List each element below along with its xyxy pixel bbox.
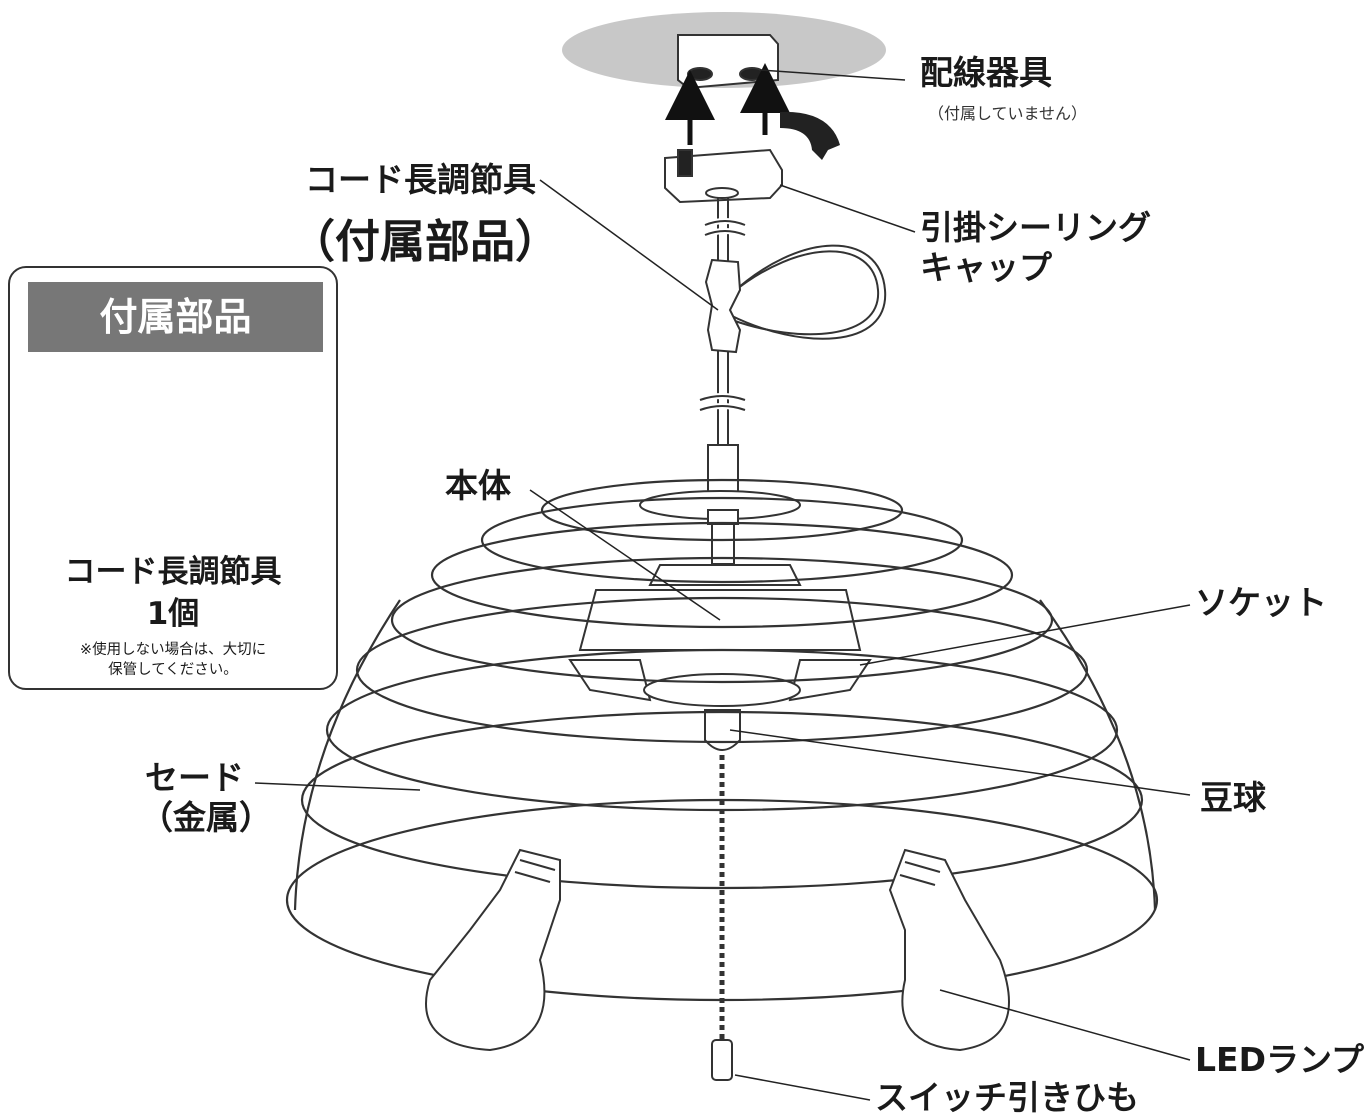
label-wiring-note: （付属していません） — [928, 104, 1088, 123]
label-socket: ソケット — [1195, 583, 1327, 622]
label-wiring-device: 配線器具 — [920, 53, 1052, 92]
accessory-item-name: コード長調節具 — [64, 554, 282, 590]
leader-lines — [254, 69, 1191, 1101]
label-shade-1: セード — [145, 758, 244, 797]
ceiling-cap — [664, 148, 783, 204]
accessory-box-header: 付属部品 — [28, 282, 323, 352]
pull-chain — [711, 755, 733, 1081]
accessory-note-2: 保管してください。 — [108, 662, 238, 678]
cord-adjuster-on-cord — [704, 258, 742, 354]
label-body: 本体 — [445, 466, 511, 505]
night-bulb-shape — [704, 709, 741, 751]
label-ceiling-cap-1: 引掛シーリング — [920, 208, 1151, 247]
label-shade-2: （金属） — [140, 798, 272, 837]
wiring-device — [677, 34, 779, 90]
accessory-quantity: 1個 — [146, 596, 200, 632]
label-night-bulb: 豆球 — [1200, 778, 1266, 817]
shade-rings — [285, 478, 1159, 1002]
label-pull-switch: スイッチ引きひも — [875, 1078, 1139, 1117]
cord-loop — [729, 244, 887, 340]
led-bulb-left — [425, 848, 561, 1052]
label-cord-adjuster-sub: （付属部品） — [290, 215, 561, 268]
led-bulb-right — [888, 848, 1010, 1052]
accessory-box: 付属部品 コード長調節具 1個 ※使用しない場合は、大切に 保管してください。 — [8, 266, 338, 690]
label-led-lamp: LEDランプ — [1195, 1040, 1364, 1079]
label-ceiling-cap-2: キャップ — [920, 248, 1052, 287]
accessory-note-1: ※使用しない場合は、大切に — [79, 642, 267, 658]
label-cord-adjuster: コード長調節具 — [305, 160, 536, 199]
